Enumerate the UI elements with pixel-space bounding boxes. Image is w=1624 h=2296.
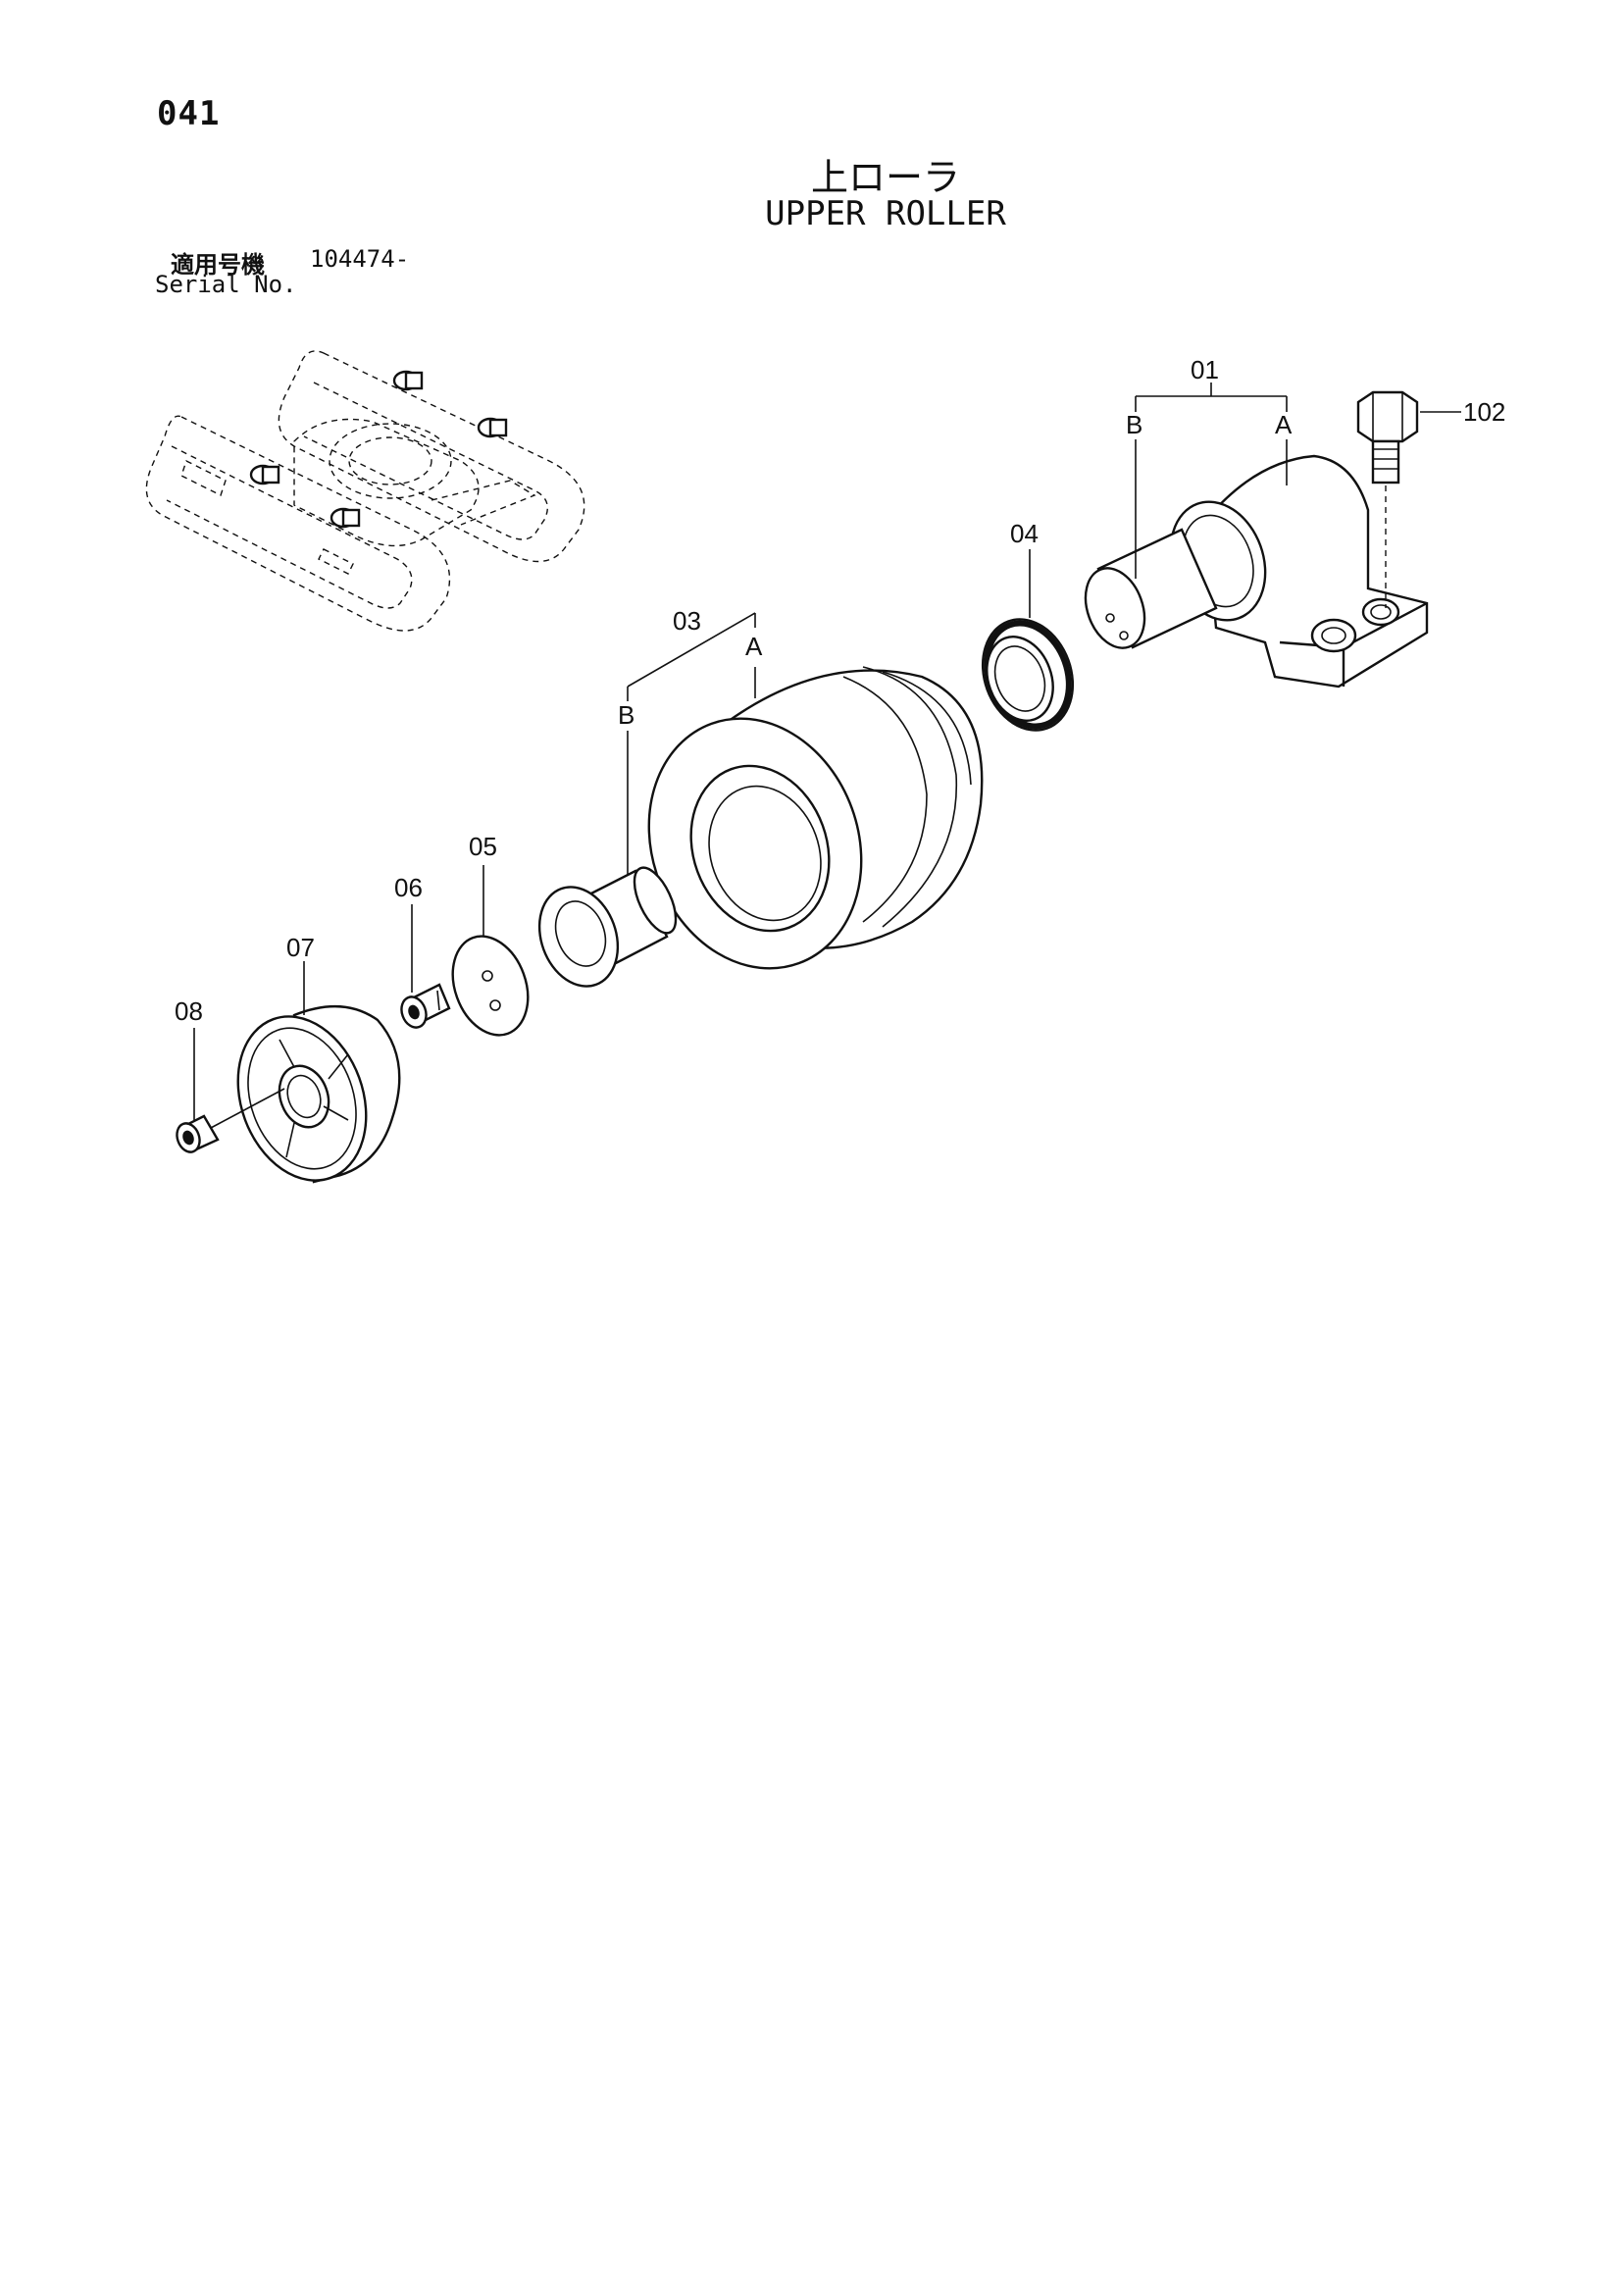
part-06-bolt — [400, 904, 451, 1029]
part-03-callout-lines — [627, 612, 756, 875]
callout-06: 06 — [394, 873, 423, 902]
page-number: 041 — [157, 94, 221, 133]
part-01-bracket-shaft — [1084, 383, 1429, 689]
part-03-bushing — [537, 866, 678, 988]
page-title-japanese: 上ローラ — [810, 156, 960, 199]
callout-03-b: B — [618, 700, 634, 730]
part-08-plug — [176, 1028, 285, 1153]
serial-number-value: 104474- — [310, 245, 410, 273]
callout-01-a: A — [1275, 410, 1293, 439]
part-102-bolt — [1356, 390, 1461, 608]
part-04-seal — [981, 549, 1075, 732]
track-frame-overview — [145, 350, 585, 632]
page-title-english: UPPER ROLLER — [765, 194, 1006, 233]
callout-04: 04 — [1010, 519, 1039, 548]
part-05-plate — [451, 865, 530, 1037]
serial-label-japanese: 適用号機 — [171, 251, 265, 279]
callout-102: 102 — [1463, 397, 1505, 427]
part-03-roller — [647, 666, 984, 970]
callout-05: 05 — [469, 832, 497, 861]
part-07-cover — [236, 961, 401, 1184]
upper-roller-marker-3 — [249, 464, 280, 485]
callout-03-a: A — [745, 632, 763, 661]
callout-08: 08 — [175, 996, 203, 1026]
upper-roller-marker-1 — [392, 370, 424, 391]
callout-01-b: B — [1126, 410, 1142, 439]
serial-label-english: Serial No. — [155, 271, 297, 298]
callout-07: 07 — [286, 933, 315, 962]
upper-roller-marker-4 — [330, 507, 361, 529]
upper-roller-marker-2 — [477, 417, 508, 438]
callout-03: 03 — [673, 606, 701, 636]
callout-01: 01 — [1191, 355, 1219, 384]
